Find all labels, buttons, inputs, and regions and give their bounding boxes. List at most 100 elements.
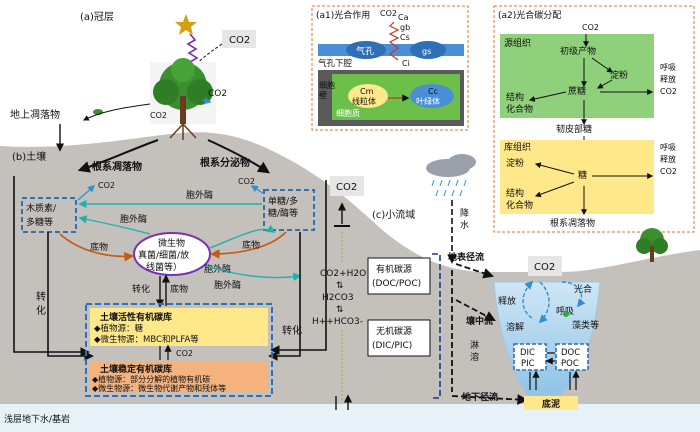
transform-right-arrow — [268, 232, 301, 361]
eq-line-1: CO2+H2O — [320, 269, 366, 279]
a2-resp-3: CO2 — [660, 87, 677, 96]
release-arrow — [522, 280, 534, 319]
soil-label: (b)土壤 — [12, 150, 46, 163]
stream-co2-box — [528, 256, 562, 276]
doc-1: DOC — [561, 348, 580, 358]
source-box — [500, 34, 654, 118]
exoenzyme-mid-arrow — [78, 215, 151, 235]
org-carbon-box — [367, 257, 431, 295]
a2-sink-resp-2: 释放 — [660, 154, 676, 164]
a2-sugar-struct — [534, 181, 575, 198]
a1-chloro: 叶绿体 — [416, 96, 440, 106]
lignin-label-1: 木质素/ — [26, 202, 57, 214]
litter-to-pool-arrow — [13, 176, 90, 357]
exudate-to-pool-arrow — [270, 180, 327, 355]
doc-sediment-exchange — [570, 372, 576, 390]
lignin-box — [21, 197, 77, 233]
a2-sink-resp-1: 呼吸 — [660, 142, 676, 152]
soil-substrate-r: 底物 — [242, 239, 260, 251]
litter-arrow-a — [82, 103, 151, 121]
gs-ellipse — [410, 41, 446, 59]
microbe-label-3: 线菌等） — [146, 261, 182, 273]
water-surface: 地表径流 — [448, 251, 484, 263]
water-rain-2: 水 — [460, 219, 469, 231]
dic-1: DIC — [520, 348, 535, 358]
eq-line-5: H++HCO3- — [312, 317, 363, 327]
stable-line-2: ◆微生物源：微生物代谢产物和残体等 — [92, 383, 226, 393]
subsurface-arrow — [451, 394, 529, 405]
a1-cc: Cc — [428, 87, 438, 96]
org-carbon-1: 有机碳源 — [376, 263, 412, 275]
a2-source: 源组织 — [504, 37, 531, 49]
water-co2-top: CO2 — [336, 182, 357, 193]
groundwater-band — [0, 404, 700, 432]
water-rain-1: 降 — [460, 207, 469, 219]
eq-line-3: H2CO3 — [322, 293, 354, 303]
lignin-co2-arrow — [77, 185, 96, 201]
soil-transform-c: 转化 — [132, 283, 150, 295]
tree-icon — [150, 58, 216, 140]
a2-title: (a2)光合碳分配 — [498, 9, 561, 21]
soil-transform-r: 转化 — [282, 324, 302, 337]
stable-pool-box — [90, 362, 268, 392]
stable-line-1: ◆植物源：部分分解的植物有机碳 — [92, 374, 210, 384]
water-algae: 藻类等 — [572, 319, 599, 331]
exoenzyme-r1-arrow — [209, 224, 276, 249]
a2-sugar-starch — [534, 162, 575, 175]
soil-co2-b: CO2 — [238, 177, 255, 186]
carbon-source-bracket — [432, 253, 441, 399]
a1-ca: Ca — [398, 13, 409, 22]
soil-substrate-l: 底物 — [90, 241, 108, 253]
soil-transform-l-2: 化 — [36, 304, 46, 317]
soil-root-exudate: 根系分泌物 — [200, 156, 250, 169]
active-line-2: ◆微生物源：MBC和PLFA等 — [94, 334, 199, 345]
algae-icon — [563, 311, 569, 317]
microbe-ellipse — [133, 232, 211, 276]
a1-cytoplasm: 细胞质 — [336, 108, 360, 118]
mono-box — [263, 189, 315, 231]
a2-sink: 库组织 — [504, 141, 531, 153]
soil-exoenzyme-top: 胞外酶 — [186, 189, 213, 201]
active-title: 土壤活性有机碳库 — [100, 311, 172, 323]
soil-pool-container — [85, 303, 273, 397]
a1-gs: gs — [422, 47, 431, 56]
pool-co2: CO2 — [176, 349, 193, 358]
interflow-arrow — [455, 299, 496, 322]
a1-stomata: 气孔 — [356, 45, 374, 57]
mito-ellipse — [348, 84, 388, 108]
small-tree-icon — [636, 228, 668, 262]
water-leach-2: 溶 — [470, 351, 479, 363]
a2-sucrose: 蔗糖 — [568, 85, 586, 97]
canopy-co2-c: CO2 — [150, 111, 167, 120]
groundwater-label: 浅层地下水/基岩 — [4, 413, 70, 425]
water-label: (c)小流域 — [372, 208, 415, 221]
mono-label-2: 糖/酶等 — [268, 207, 298, 219]
a2-sucrose-struct — [528, 91, 567, 102]
water-release: 释放 — [498, 295, 516, 307]
water-dissolve: 溶解 — [506, 321, 524, 333]
soil-root-litter: 根系凋落物 — [92, 160, 142, 173]
stable-title: 土壤稳定有机碳库 — [100, 363, 172, 375]
soil-substrate-c: 底物 — [170, 283, 188, 295]
dic-doc-exchange — [547, 352, 555, 361]
a2-struct-2: 化合物 — [506, 103, 533, 115]
a1-cs: Cs — [400, 33, 410, 42]
eq-line-2: ⇅ — [336, 281, 344, 291]
substrate-left-arrow — [59, 233, 134, 262]
lignin-label-2: 多糖等 — [26, 216, 53, 228]
root-exudate-arrow — [207, 139, 270, 174]
substrate-right-arrow — [210, 231, 287, 259]
a1-cell-wall-1: 细胞 — [319, 80, 335, 90]
mono-label-1: 单糖/多 — [268, 195, 298, 207]
soil-transform-l-1: 转 — [36, 290, 46, 303]
canopy-co2-b: CO2 — [208, 89, 227, 99]
doc-2: POC — [561, 359, 579, 369]
canopy-litter-label: 地上凋落物 — [10, 108, 60, 121]
a2-primary: 初级产物 — [560, 45, 596, 57]
a2-struct-1: 结构 — [506, 91, 524, 103]
inorg-carbon-2: (DIC/PIC) — [372, 341, 412, 351]
active-pool-box — [90, 308, 268, 346]
water-photo: 光合 — [574, 283, 592, 295]
